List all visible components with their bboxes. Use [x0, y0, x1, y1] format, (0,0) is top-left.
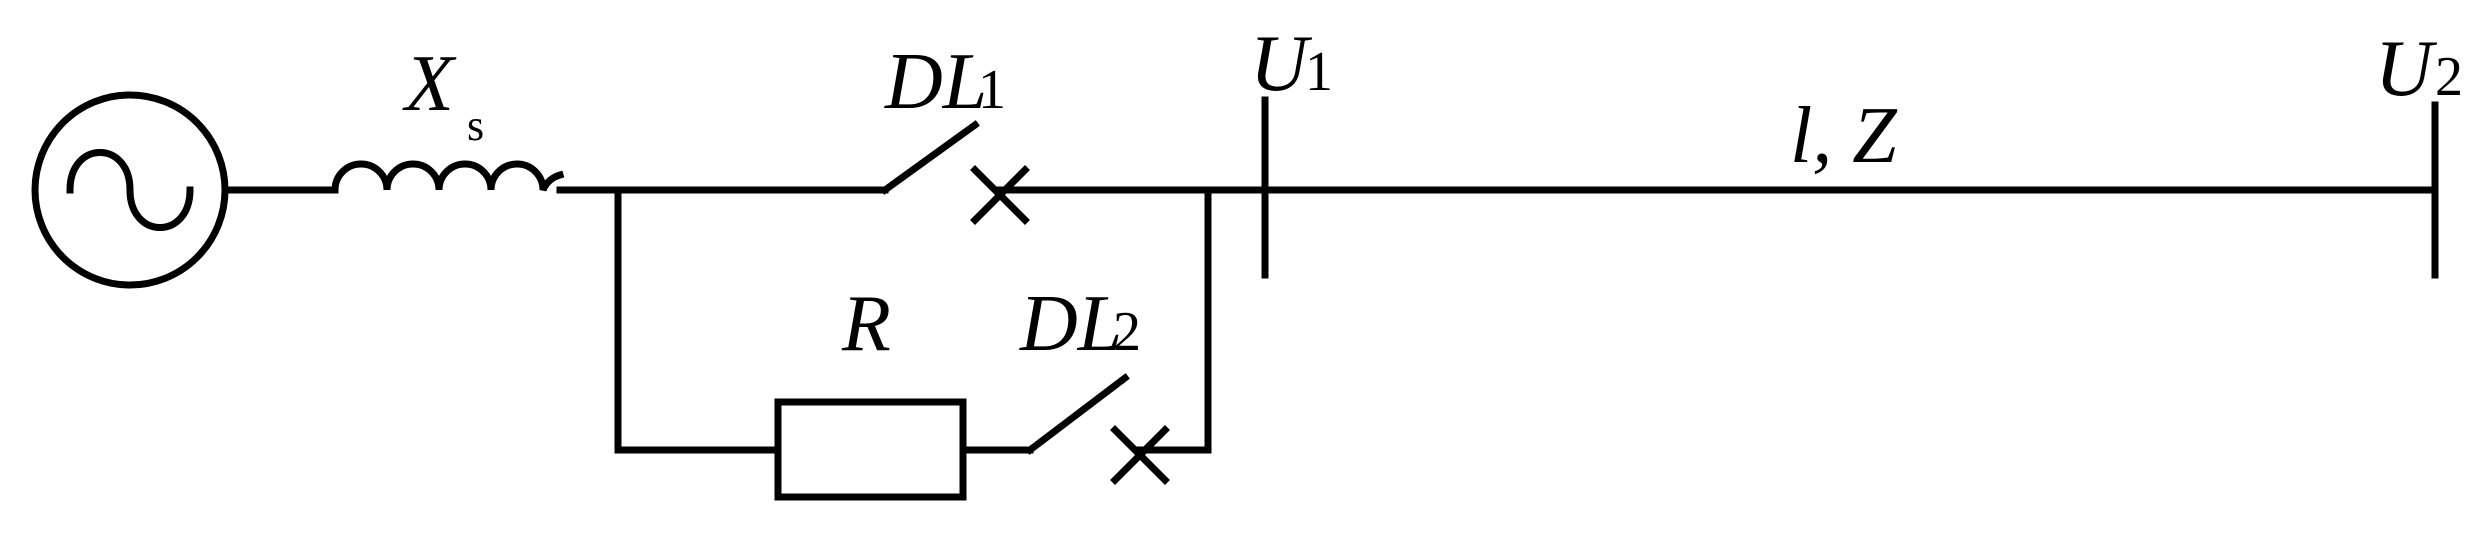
source-reactance-inductor [331, 160, 565, 194]
resistor-label: R [841, 280, 891, 368]
breaker1-label: DL [884, 38, 987, 126]
bus2-label: U [2375, 25, 2438, 113]
breaker2-subscript: 2 [1113, 301, 1141, 363]
ac-source [31, 91, 229, 289]
bus2-subscript: 2 [2435, 46, 2463, 108]
bus1-subscript: 1 [1305, 41, 1333, 103]
bus1-label: U [1250, 20, 1313, 108]
line-label: l, Z [1790, 92, 1898, 180]
resistor-R [774, 398, 967, 501]
breaker1-blade [880, 120, 980, 195]
breaker2-label: DL [1019, 280, 1122, 368]
sine-wave-icon [66, 149, 194, 231]
reactance-subscript: s [467, 101, 484, 150]
breaker1-subscript: 1 [978, 59, 1006, 121]
reactance-label: X [402, 40, 457, 128]
breaker2-blade [1025, 373, 1130, 455]
